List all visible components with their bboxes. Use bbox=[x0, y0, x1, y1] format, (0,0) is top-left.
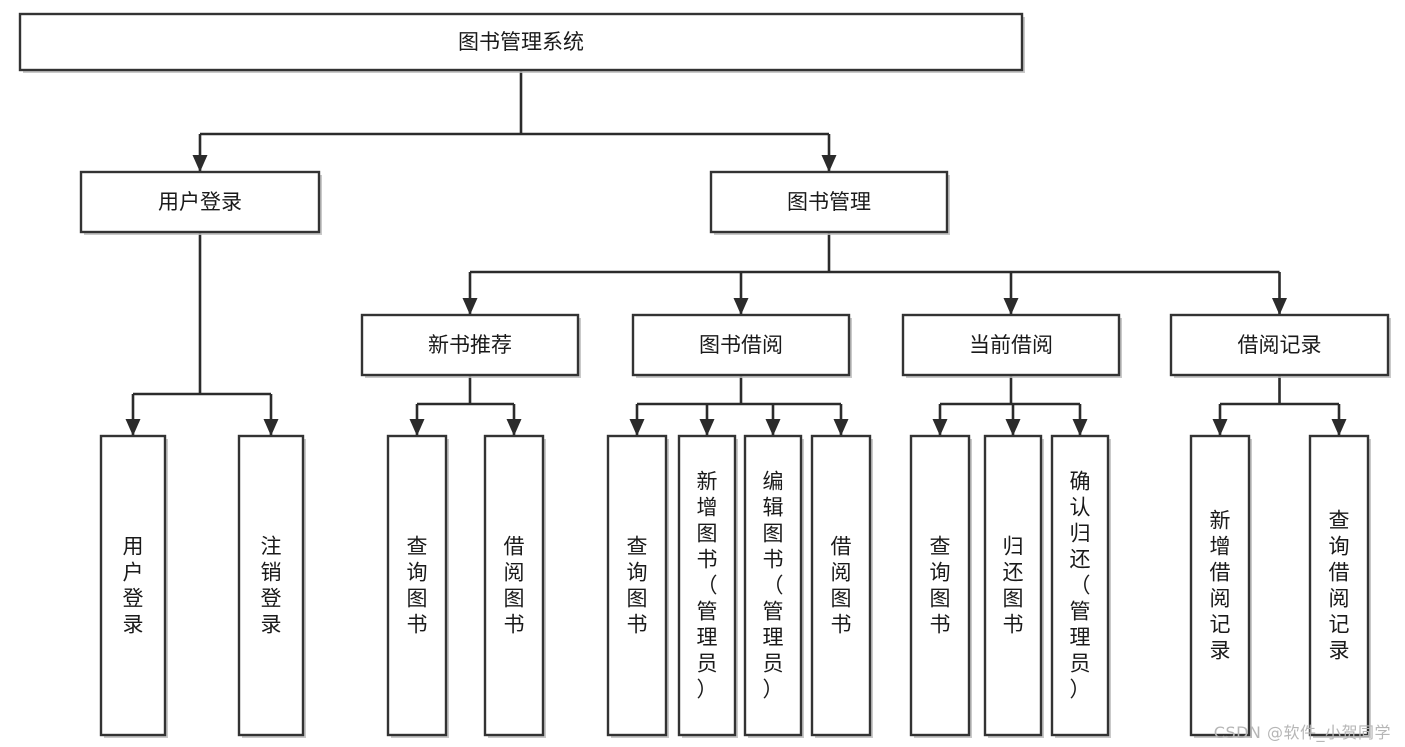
arrow-head bbox=[699, 419, 715, 436]
node-label: 新增借阅记录 bbox=[1210, 509, 1231, 663]
node-rect bbox=[1169, 313, 1390, 377]
node-label: 查询图书 bbox=[930, 535, 951, 637]
arrow-head bbox=[462, 298, 478, 315]
node-label: 借阅图书 bbox=[831, 535, 852, 637]
node-label: 新增图书（管理员） bbox=[697, 470, 718, 702]
node-rect bbox=[901, 313, 1121, 377]
node-label: 借阅图书 bbox=[504, 535, 525, 637]
arrow-head bbox=[1072, 419, 1088, 436]
node-label: 查询图书 bbox=[407, 535, 428, 637]
arrow-head bbox=[821, 155, 837, 172]
arrow-head bbox=[263, 419, 279, 436]
node-label: 当前借阅 bbox=[969, 333, 1053, 357]
node-leaf-return-book[interactable]: 归还图书 bbox=[983, 434, 1044, 738]
node-leaf-user-login[interactable]: 用户登录 bbox=[99, 434, 168, 738]
node-rect bbox=[1189, 434, 1251, 737]
node-label: 图书管理 bbox=[787, 190, 871, 214]
node-label: 借阅记录 bbox=[1238, 333, 1322, 357]
node-borrow-record[interactable]: 借阅记录 bbox=[1169, 313, 1391, 378]
node-rect bbox=[79, 170, 321, 234]
node-label: 查询借阅记录 bbox=[1329, 509, 1350, 663]
node-leaf-borrow-book-2[interactable]: 借阅图书 bbox=[810, 434, 873, 738]
node-leaf-add-record[interactable]: 新增借阅记录 bbox=[1189, 434, 1252, 738]
node-label: 编辑图书（管理员） bbox=[763, 470, 784, 702]
arrow-head bbox=[125, 419, 141, 436]
node-book-manage[interactable]: 图书管理 bbox=[709, 170, 950, 235]
node-rect bbox=[360, 313, 580, 377]
node-book-borrow[interactable]: 图书借阅 bbox=[631, 313, 852, 378]
node-label: 归还图书 bbox=[1003, 535, 1024, 637]
arrow-head bbox=[765, 419, 781, 436]
node-user-login[interactable]: 用户登录 bbox=[79, 170, 322, 235]
node-label: 用户登录 bbox=[123, 535, 144, 637]
node-leaf-add-book[interactable]: 新增图书（管理员） bbox=[677, 434, 738, 738]
node-rect bbox=[909, 434, 971, 737]
node-label: 用户登录 bbox=[158, 190, 242, 214]
node-rect bbox=[677, 434, 737, 737]
node-leaf-query-record[interactable]: 查询借阅记录 bbox=[1308, 434, 1371, 738]
node-leaf-query-book-1[interactable]: 查询图书 bbox=[386, 434, 449, 738]
node-new-book-recommend[interactable]: 新书推荐 bbox=[360, 313, 581, 378]
csdn-watermark: CSDN @软件_小贺同学 bbox=[1213, 723, 1391, 742]
node-leaf-confirm-return[interactable]: 确认归还（管理员） bbox=[1050, 434, 1111, 738]
node-leaf-logout[interactable]: 注销登录 bbox=[237, 434, 306, 738]
node-leaf-edit-book[interactable]: 编辑图书（管理员） bbox=[743, 434, 804, 738]
arrow-head bbox=[1003, 298, 1019, 315]
node-label: 图书管理系统 bbox=[458, 30, 584, 54]
node-rect bbox=[606, 434, 668, 737]
node-leaf-borrow-book-1[interactable]: 借阅图书 bbox=[483, 434, 546, 738]
node-rect bbox=[743, 434, 803, 737]
node-root[interactable]: 图书管理系统 bbox=[18, 12, 1025, 73]
arrow-head bbox=[1331, 419, 1347, 436]
node-label: 确认归还（管理员） bbox=[1070, 470, 1091, 702]
node-layer: 图书管理系统用户登录图书管理新书推荐图书借阅当前借阅借阅记录用户登录注销登录查询… bbox=[18, 12, 1391, 738]
node-rect bbox=[983, 434, 1043, 737]
node-rect bbox=[1050, 434, 1110, 737]
node-rect bbox=[631, 313, 851, 377]
arrow-head bbox=[192, 155, 208, 172]
node-rect bbox=[386, 434, 448, 737]
arrow-head bbox=[506, 419, 522, 436]
arrow-head bbox=[1005, 419, 1021, 436]
node-rect bbox=[810, 434, 872, 737]
node-current-borrow[interactable]: 当前借阅 bbox=[901, 313, 1122, 378]
arrow-head bbox=[629, 419, 645, 436]
node-rect bbox=[709, 170, 949, 234]
connector-layer bbox=[125, 70, 1347, 436]
node-leaf-query-book-3[interactable]: 查询图书 bbox=[909, 434, 972, 738]
node-label: 图书借阅 bbox=[699, 333, 783, 357]
node-leaf-query-book-2[interactable]: 查询图书 bbox=[606, 434, 669, 738]
node-label: 查询图书 bbox=[627, 535, 648, 637]
arrow-head bbox=[1272, 298, 1287, 315]
arrow-head bbox=[409, 419, 425, 436]
node-rect bbox=[99, 434, 167, 737]
node-rect bbox=[1308, 434, 1370, 737]
arrow-head bbox=[1212, 419, 1228, 436]
node-rect bbox=[18, 12, 1024, 72]
node-label: 新书推荐 bbox=[428, 333, 512, 357]
node-label: 注销登录 bbox=[261, 535, 282, 637]
arrow-head bbox=[833, 419, 849, 436]
arrow-head bbox=[932, 419, 948, 436]
node-rect bbox=[237, 434, 305, 737]
node-rect bbox=[483, 434, 545, 737]
arrow-head bbox=[733, 298, 749, 315]
